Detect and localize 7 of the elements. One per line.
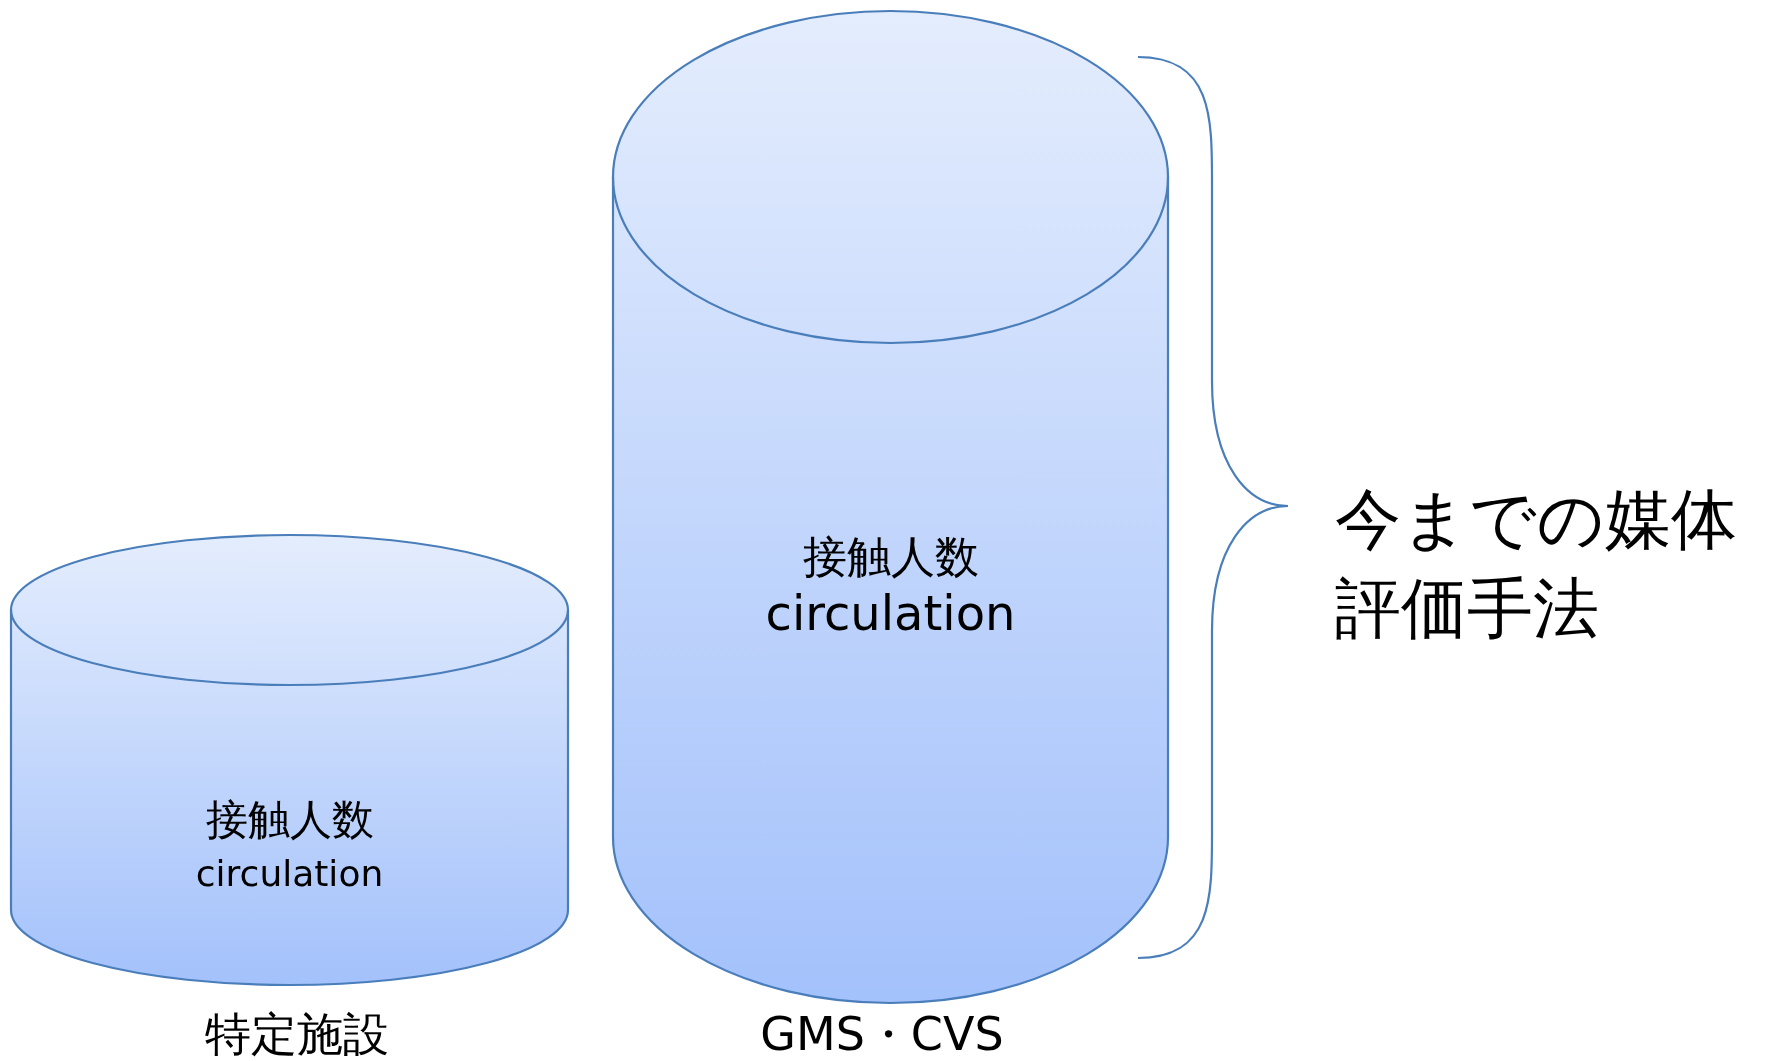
cylinder-caption: GMS・CVS [759, 1006, 1005, 1061]
cylinder-caption: 特定施設 [204, 1006, 390, 1061]
brace-label: 今までの媒体評価手法 [1335, 480, 1738, 650]
cylinder-title: 接触人数 [801, 530, 980, 584]
cylinder-title: 接触人数 [204, 794, 375, 846]
cylinder-subtitle: circulation [764, 585, 1017, 643]
cylinder-subtitle: circulation [194, 852, 385, 896]
